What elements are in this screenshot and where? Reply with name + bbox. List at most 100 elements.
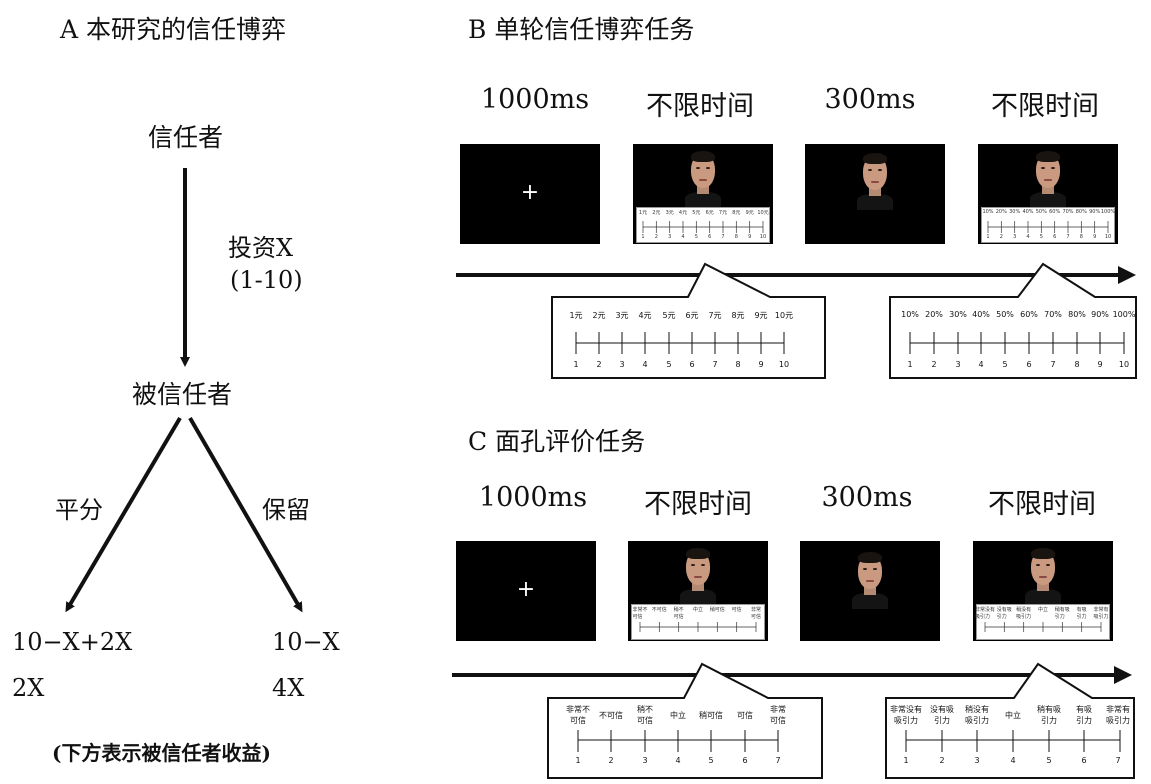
attractiveness-scale-number: 1 — [903, 756, 909, 765]
trustee-label: 被信任者 — [132, 380, 233, 409]
c-time-2: 不限时间 — [644, 489, 752, 520]
money-scale-number: 1 — [573, 360, 579, 369]
percent-scale-number: 3 — [955, 360, 961, 369]
keep-arrow — [188, 416, 303, 613]
percent-scale-label: 90% — [1091, 310, 1109, 319]
split-label: 平分 — [55, 496, 103, 524]
money-scale-number: 4 — [642, 360, 648, 369]
keep-label: 保留 — [262, 496, 310, 524]
b-face-screen — [805, 144, 945, 244]
percent-scale-label: 80% — [1068, 310, 1086, 319]
attractiveness-scale-label: 有吸 引力 — [1076, 705, 1092, 725]
attractiveness-scale-label: 非常有 吸引力 — [1106, 705, 1130, 725]
face-image — [683, 148, 723, 208]
b-time-1: 1000ms — [480, 84, 590, 115]
face-image — [850, 549, 890, 609]
percent-scale-number: 5 — [1002, 360, 1008, 369]
panel-b-timeline — [456, 262, 1137, 379]
payoff-note: (下方表示被信任者收益) — [52, 741, 271, 765]
fixation-cross: + — [516, 577, 536, 602]
truster-label: 信任者 — [148, 123, 224, 152]
money-scale-number: 10 — [778, 360, 790, 369]
money-scale-label: 8元 — [731, 311, 745, 320]
c-face-screen — [800, 541, 940, 641]
face-image — [1023, 545, 1063, 605]
trust-scale-number: 5 — [708, 756, 714, 765]
percent-callout-bubble — [889, 262, 1137, 379]
attractiveness-scale-label: 没有吸 引力 — [930, 705, 954, 725]
split-trustee-payoff: 2X — [12, 674, 45, 702]
money-scale-number: 9 — [758, 360, 764, 369]
trust-scale-label: 中立 — [670, 711, 686, 720]
trust-scale-label: 稍可信 — [699, 711, 723, 720]
panel-b-title: B 单轮信任博弈任务 — [468, 15, 695, 44]
money-scale-label: 2元 — [592, 311, 606, 320]
percent-scale-number: 7 — [1050, 360, 1056, 369]
panel-c-title: C 面孔评价任务 — [468, 427, 646, 456]
split-arrow — [65, 416, 182, 613]
fixation-cross: + — [520, 180, 540, 205]
mini-attractiveness-scale: 非常没有 吸引力 没有吸 引力 稍没有 吸引力 中立 稍有吸 引力 有吸 引力 … — [975, 604, 1110, 640]
percent-scale-label: 70% — [1044, 310, 1062, 319]
attractiveness-scale-number: 2 — [939, 756, 945, 765]
trust-scale-label: 稍不 可信 — [637, 705, 653, 725]
money-scale-label: 6元 — [685, 311, 699, 320]
c-face-rating-screen-1: 非常不 可信 不可信 稍不 可信 中立 稍可信 可信 非常 可信 — [628, 541, 768, 641]
keep-trustee-payoff: 4X — [272, 674, 305, 702]
b-face-rating-screen-2: 10% 20% 30% 40% 50% 60% 70% 80% 90% 100%… — [978, 144, 1118, 244]
trust-scale-label: 非常 可信 — [770, 705, 786, 725]
invest-label: 投资X — [228, 234, 294, 262]
percent-scale-number: 4 — [978, 360, 984, 369]
money-scale-number: 8 — [735, 360, 741, 369]
percent-scale-label: 60% — [1020, 310, 1038, 319]
money-scale-number: 7 — [712, 360, 718, 369]
percent-scale-label: 20% — [925, 310, 943, 319]
trust-scale-label: 不可信 — [599, 711, 623, 720]
money-scale-number: 5 — [666, 360, 672, 369]
money-scale-number: 3 — [619, 360, 625, 369]
money-scale-number: 6 — [689, 360, 695, 369]
money-scale-label: 1元 — [569, 311, 583, 320]
mini-trust-scale: 非常不 可信 不可信 稍不 可信 中立 稍可信 可信 非常 可信 — [631, 604, 765, 640]
money-scale-number: 2 — [596, 360, 602, 369]
money-scale-label: 9元 — [754, 311, 768, 320]
percent-scale-number: 6 — [1026, 360, 1032, 369]
percent-scale-label: 10% — [901, 310, 919, 319]
panel-a-title: A 本研究的信任博弈 — [60, 15, 287, 44]
invest-range-label: (1-10) — [230, 266, 303, 294]
attractiveness-scale-number: 6 — [1081, 756, 1087, 765]
percent-scale-label: 40% — [972, 310, 990, 319]
b-time-2: 不限时间 — [646, 91, 754, 122]
money-callout-bubble — [551, 262, 826, 379]
attractiveness-scale-label: 稍有吸 引力 — [1037, 705, 1061, 725]
b-face-rating-screen-1: 1元 2元 3元 4元 5元 6元 7元 8元 9元 10元 1 2 3 4 5… — [633, 144, 773, 244]
money-scale-label: 4元 — [638, 311, 652, 320]
b-time-4: 不限时间 — [991, 91, 1099, 122]
face-image — [678, 545, 718, 605]
attractiveness-scale-number: 7 — [1115, 756, 1121, 765]
percent-scale-number: 2 — [931, 360, 937, 369]
attractiveness-scale-number: 3 — [974, 756, 980, 765]
attractiveness-callout-bubble — [885, 662, 1135, 779]
money-scale-label: 7元 — [708, 311, 722, 320]
percent-scale-number: 10 — [1118, 360, 1130, 369]
trust-scale-number: 2 — [608, 756, 614, 765]
trust-scale-label: 非常不 可信 — [566, 705, 590, 725]
b-time-3: 300ms — [824, 84, 916, 115]
b-fixation-screen: + — [460, 144, 600, 244]
attractiveness-scale-label: 稍没有 吸引力 — [965, 705, 989, 725]
trust-scale-label: 可信 — [737, 711, 753, 720]
trust-scale-number: 4 — [675, 756, 681, 765]
attractiveness-scale-label: 非常没有 吸引力 — [890, 705, 922, 725]
percent-scale-label: 30% — [949, 310, 967, 319]
attractiveness-scale-number: 4 — [1010, 756, 1016, 765]
trust-scale-number: 3 — [642, 756, 648, 765]
c-time-1: 1000ms — [478, 482, 588, 513]
mini-percent-scale: 10% 20% 30% 40% 50% 60% 70% 80% 90% 100%… — [981, 207, 1115, 243]
money-scale-label: 5元 — [662, 311, 676, 320]
face-image — [855, 150, 895, 210]
attractiveness-scale-label: 中立 — [1005, 711, 1021, 720]
trust-scale-number: 7 — [775, 756, 781, 765]
percent-scale-label: 100% — [1112, 310, 1136, 319]
c-face-rating-screen-2: 非常没有 吸引力 没有吸 引力 稍没有 吸引力 中立 稍有吸 引力 有吸 引力 … — [973, 541, 1113, 641]
